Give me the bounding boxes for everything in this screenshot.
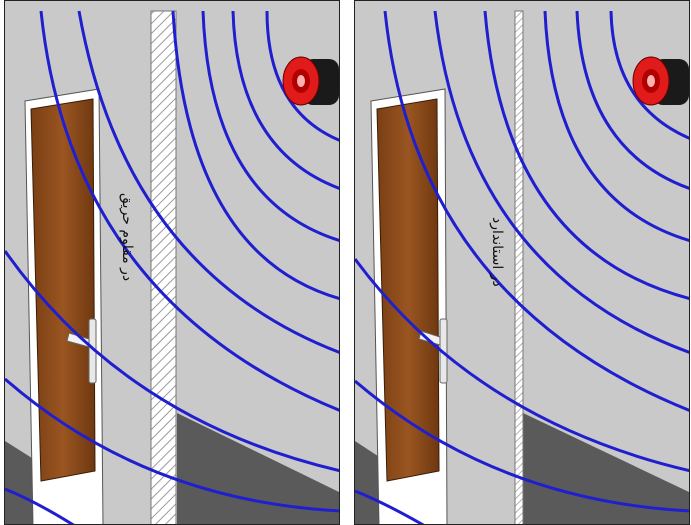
floor-shadow-right (177, 413, 339, 524)
alarm-speaker-icon (632, 56, 689, 106)
right-scene (355, 1, 689, 524)
fire-resistant-wall (150, 10, 177, 524)
left-scene (5, 1, 339, 524)
panel-label: در مقاوم حریق (119, 193, 135, 282)
fire-resistant-door-panel: در مقاوم حریق (4, 0, 340, 525)
panel-label: در استاندارد (489, 217, 505, 287)
sound-waves (355, 10, 689, 524)
floor-shadow-right (523, 413, 689, 524)
door (376, 98, 440, 482)
door (30, 98, 96, 482)
standard-wall (514, 10, 524, 524)
standard-door-panel: در استاندارد (354, 0, 690, 525)
alarm-speaker-icon (282, 56, 339, 106)
sound-waves (5, 10, 339, 524)
